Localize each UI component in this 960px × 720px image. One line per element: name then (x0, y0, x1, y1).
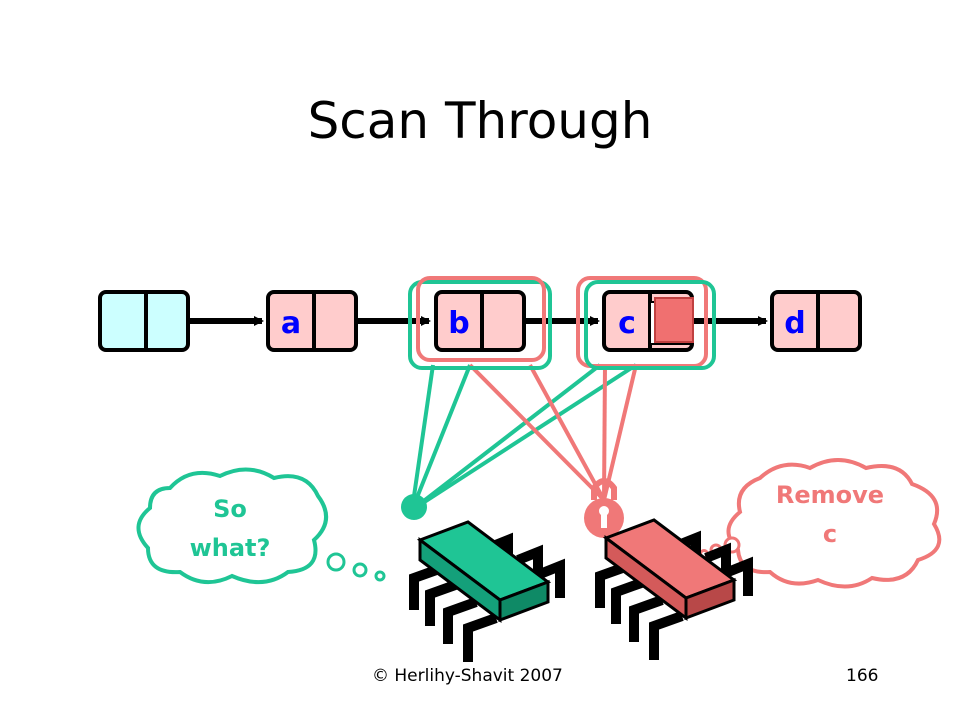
red-lock-outline-b (416, 276, 546, 362)
padlock-icon (584, 478, 624, 538)
list-node-c: c (602, 290, 694, 352)
red-thread-lines (468, 363, 638, 502)
node-label-c: c (618, 306, 636, 341)
node-c-lock-marker (654, 297, 694, 343)
green-thread-lines (410, 363, 638, 512)
list-node-sentinel (98, 290, 190, 352)
list-node-b: b (434, 290, 526, 352)
footer-copyright: © Herlihy-Shavit 2007 (372, 666, 563, 686)
red-thread-chip-icon (595, 518, 753, 660)
node-label-b: b (448, 306, 469, 341)
green-thread-hub-icon (401, 494, 427, 520)
green-thought-line1: So (213, 495, 247, 523)
list-node-a: a (266, 290, 358, 352)
node-label-a: a (281, 306, 301, 341)
node-label-d: d (784, 306, 805, 341)
page-number: 166 (846, 666, 879, 686)
green-thread-chip-icon (409, 520, 565, 662)
green-lock-outline-c (584, 280, 716, 370)
green-lock-outline-b (408, 280, 552, 370)
list-node-d: d (770, 290, 862, 352)
green-thought-cloud: So what? (136, 467, 386, 584)
red-thought-line1: Remove (776, 481, 884, 509)
green-thought-line2: what? (190, 534, 271, 562)
red-thought-cloud: Remove c (699, 458, 942, 589)
red-thought-line2: c (823, 520, 837, 548)
slide-title: Scan Through (307, 92, 653, 150)
